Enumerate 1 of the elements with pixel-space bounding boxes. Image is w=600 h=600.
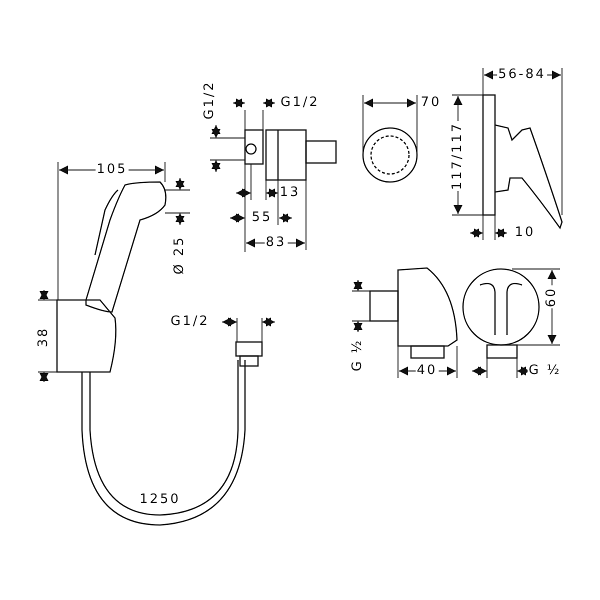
dimension-label: 117/117 (451, 121, 465, 191)
